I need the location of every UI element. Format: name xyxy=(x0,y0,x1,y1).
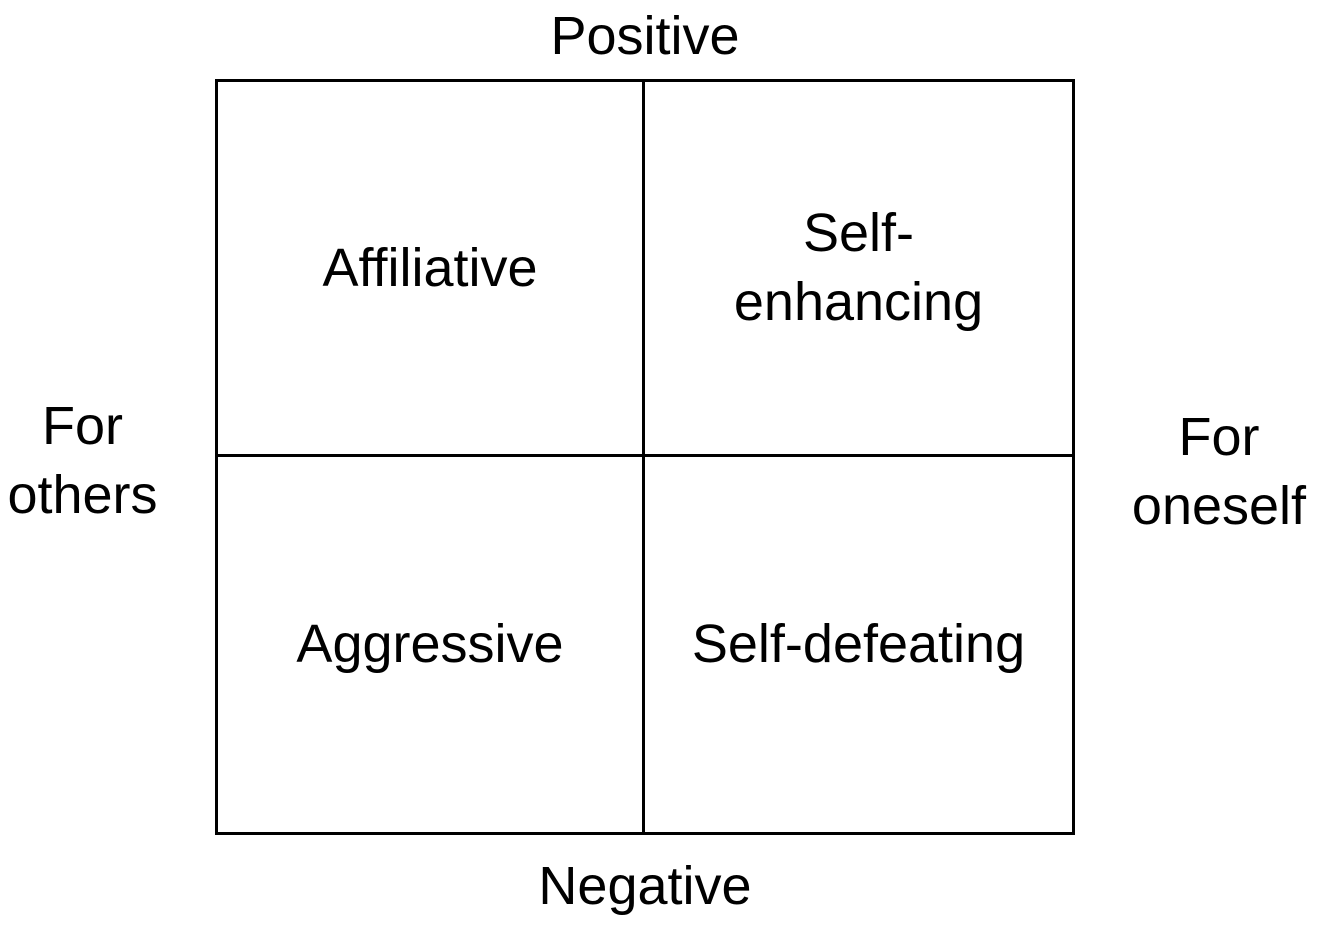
quadrant-self-enhancing-label: Self- enhancing xyxy=(733,203,984,332)
quadrant-affiliative: Affiliative xyxy=(218,82,645,457)
axis-label-positive: Positive xyxy=(550,6,740,66)
quadrant-self-defeating-label: Self-defeating xyxy=(691,614,1026,675)
axis-label-for-oneself: For oneself xyxy=(1131,407,1307,536)
axis-label-for-others: For others xyxy=(7,396,158,525)
quadrant-aggressive-label: Aggressive xyxy=(296,614,564,675)
quadrant-affiliative-label: Affiliative xyxy=(322,237,538,298)
quadrant-matrix: Affiliative Self- enhancing Aggressive S… xyxy=(215,79,1075,835)
quadrant-self-enhancing: Self- enhancing xyxy=(645,82,1072,457)
quadrant-aggressive: Aggressive xyxy=(218,457,645,832)
axis-label-negative: Negative xyxy=(538,856,752,916)
quadrant-self-defeating: Self-defeating xyxy=(645,457,1072,832)
